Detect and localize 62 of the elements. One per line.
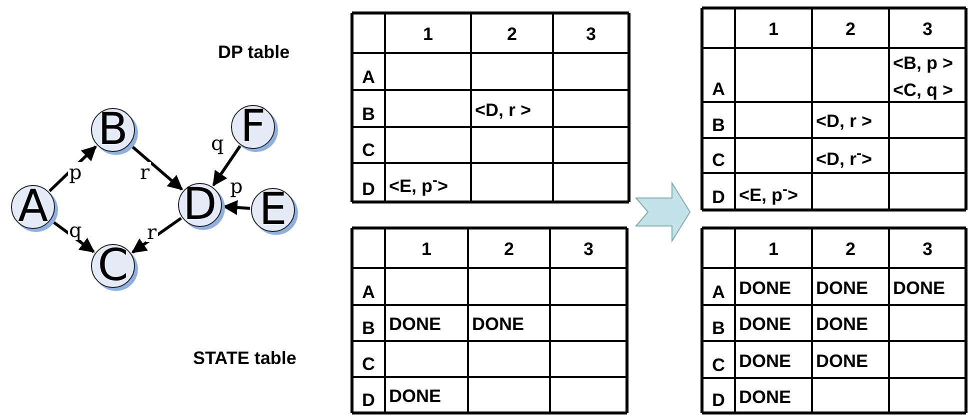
row-header: A bbox=[362, 68, 375, 86]
table-title: DP table bbox=[218, 42, 290, 63]
row-header: D bbox=[712, 391, 725, 409]
column-header: 3 bbox=[583, 240, 594, 258]
cell-text: DONE bbox=[816, 278, 868, 296]
cell-text: <D, r > bbox=[816, 112, 872, 130]
row-header: A bbox=[712, 80, 725, 98]
graph-node: D bbox=[178, 183, 222, 227]
cell-text: DONE bbox=[739, 388, 792, 406]
cell-text: DONE bbox=[816, 352, 868, 370]
row-header: D bbox=[362, 180, 375, 198]
arrow bbox=[129, 144, 183, 190]
cell-text: <D, r$^{-}$> bbox=[816, 146, 872, 168]
graph-node: E bbox=[251, 188, 295, 232]
table-title: STATE table bbox=[193, 348, 296, 369]
graph-node: B bbox=[91, 108, 135, 152]
row-header: B bbox=[362, 105, 375, 123]
cell-text: DONE bbox=[739, 315, 792, 333]
column-header: 1 bbox=[768, 240, 778, 258]
cell-text: DONE bbox=[389, 387, 442, 405]
column-header: 1 bbox=[421, 240, 432, 258]
column-header: 2 bbox=[504, 240, 514, 258]
cell-text: DONE bbox=[893, 278, 946, 296]
cell-text: <C, q > bbox=[893, 80, 954, 98]
column-header: 3 bbox=[586, 25, 596, 43]
cell-text: <B, p > bbox=[893, 54, 954, 72]
arrow bbox=[212, 145, 242, 186]
column-header: 2 bbox=[845, 240, 856, 258]
arrow bbox=[131, 216, 182, 254]
cell-text: DONE bbox=[472, 315, 524, 333]
graph-node: A bbox=[11, 185, 55, 229]
cell-text: DONE bbox=[389, 315, 442, 333]
cell-text: DONE bbox=[739, 352, 792, 370]
cell-text: <E, p$^{-}$> bbox=[389, 172, 448, 194]
row-header: D bbox=[712, 188, 725, 206]
row-header: A bbox=[362, 283, 375, 301]
graph-node: C bbox=[91, 244, 135, 288]
column-header: 2 bbox=[506, 25, 517, 43]
column-header: 3 bbox=[922, 20, 932, 38]
column-header: 2 bbox=[845, 20, 856, 38]
column-header: 1 bbox=[768, 20, 778, 38]
cell-text: DONE bbox=[816, 315, 868, 333]
cell-text: <E, p$^{-}$> bbox=[739, 182, 798, 204]
row-header: C bbox=[712, 151, 725, 169]
cell-text: DONE bbox=[739, 278, 792, 296]
row-header: C bbox=[362, 141, 375, 159]
edge-label: r bbox=[139, 162, 151, 182]
graph-node: F bbox=[231, 105, 275, 149]
row-header: A bbox=[712, 283, 725, 301]
row-header: B bbox=[712, 116, 725, 134]
arrow bbox=[222, 200, 250, 216]
row-header: C bbox=[362, 355, 375, 373]
row-header: B bbox=[362, 319, 375, 337]
row-header: B bbox=[712, 319, 725, 337]
column-header: 3 bbox=[922, 240, 932, 258]
cell-text: <D, r > bbox=[475, 100, 532, 118]
row-header: D bbox=[362, 391, 375, 409]
edge-label: p bbox=[68, 162, 83, 182]
column-header: 1 bbox=[422, 25, 433, 43]
arrow bbox=[48, 146, 97, 192]
arrow bbox=[50, 219, 95, 253]
row-header: C bbox=[712, 356, 725, 374]
